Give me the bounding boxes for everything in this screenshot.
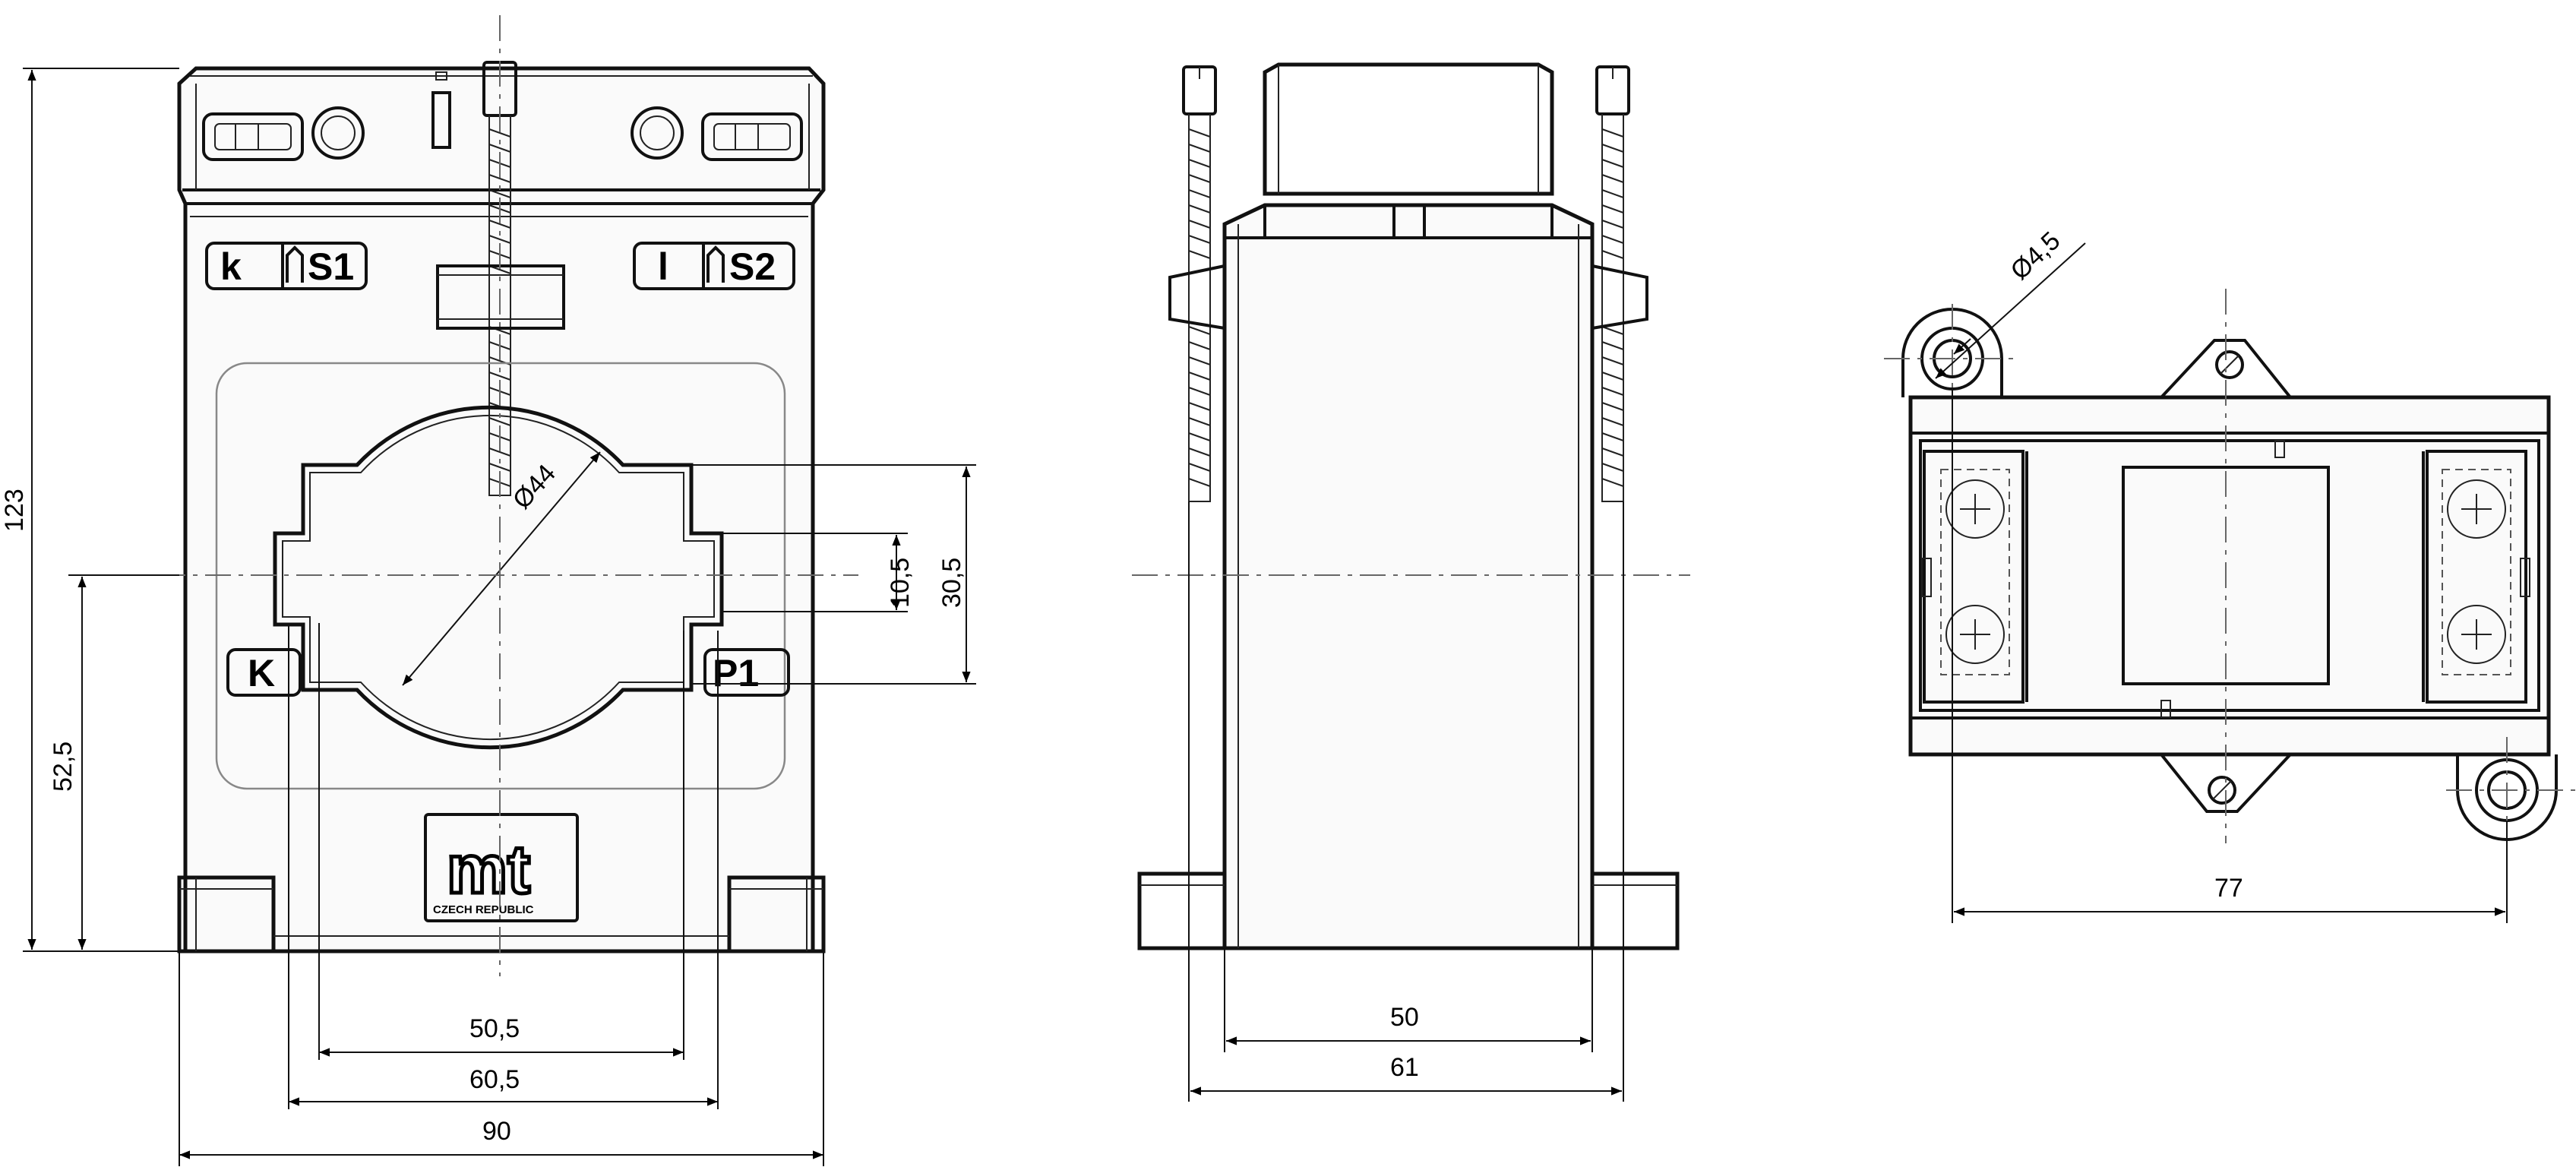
side-screw-right: [1591, 65, 1648, 502]
dim-depth-inner: 50: [1390, 1003, 1419, 1032]
dim-hole-diameter: Ø4,5: [2005, 226, 2066, 286]
latch: [431, 91, 451, 149]
bottom-terminal-left: [1921, 450, 2024, 704]
dim-window-inner-width: 50,5: [469, 1014, 520, 1043]
dim-hole-spacing: 77: [2214, 874, 2243, 903]
mounting-tab-bottom: [2160, 753, 2292, 813]
mounting-tab-top: [2160, 339, 2292, 399]
front-view: k S1 l S2 Ø44 K P1 mt CZECH REPUBLIC: [0, 15, 976, 1166]
label-box-K: [226, 648, 302, 697]
primary-window: [273, 405, 724, 750]
dim-height-total: 123: [0, 489, 29, 532]
dim-window-offset: 10,5: [886, 558, 915, 608]
terminal-label-K: K: [248, 652, 275, 694]
label-box-P1: [703, 648, 790, 697]
dim-window-height: 30,5: [937, 558, 966, 608]
logo-mark: mt: [447, 832, 530, 908]
bottom-view: Ø4,5 77: [1884, 226, 2575, 923]
terminal-label-k: k: [220, 245, 242, 288]
screw-hole-right: [631, 106, 684, 160]
terminal-slot-right: [701, 112, 803, 161]
bottom-terminal-right: [2426, 450, 2530, 704]
terminal-label-l: l: [658, 245, 668, 288]
terminal-label-s1: S1: [308, 245, 354, 288]
dim-depth-outer: 61: [1390, 1053, 1419, 1082]
logo-caption: CZECH REPUBLIC: [433, 903, 534, 916]
terminal-label-P1: P1: [713, 652, 759, 694]
front-foot-left: [177, 875, 276, 954]
side-top-block: [1263, 62, 1554, 196]
side-foot-right: [1590, 871, 1680, 950]
label-box-l-s2: l S2: [633, 242, 795, 290]
dim-window-outer-width: 60,5: [469, 1065, 520, 1094]
terminal-slot-left: [202, 112, 304, 161]
bottom-window: [2122, 466, 2330, 685]
dim-center-height: 52,5: [49, 742, 77, 792]
side-view: 50 61: [1132, 62, 1690, 1102]
label-box-k-s1: k S1: [205, 242, 368, 290]
side-screw-left: [1168, 65, 1226, 502]
terminal-label-s2: S2: [729, 245, 776, 288]
dim-body-width: 90: [482, 1117, 511, 1146]
front-body-outline: [177, 66, 826, 954]
side-main-body: [1222, 203, 1595, 950]
screw-hole-left: [311, 106, 365, 160]
mt-logo: mt CZECH REPUBLIC: [424, 813, 579, 922]
